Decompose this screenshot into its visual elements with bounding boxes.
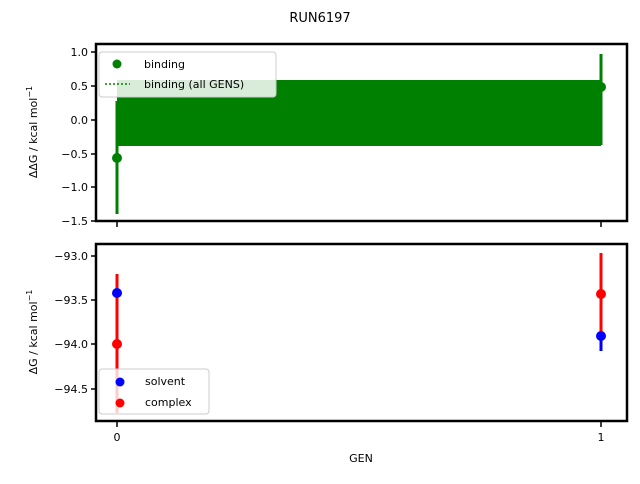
bottom-axes-frame: [94, 242, 629, 423]
svg-text:−1.0: −1.0: [61, 181, 88, 194]
svg-text:binding (all GENS): binding (all GENS): [144, 78, 244, 91]
xtick-0: 0: [114, 431, 121, 444]
svg-text:0.0: 0.0: [71, 114, 89, 127]
xlabel: GEN: [349, 452, 373, 465]
xtick-1: 1: [598, 431, 605, 444]
svg-text:−0.5: −0.5: [61, 148, 88, 161]
svg-text:1.0: 1.0: [71, 46, 89, 59]
figure-title: RUN6197: [289, 11, 350, 26]
complex-point-gen0: [112, 339, 122, 349]
top-axes-frame: [94, 42, 629, 223]
svg-text:solvent: solvent: [145, 375, 186, 388]
top-legend: binding binding (all GENS): [98, 51, 277, 98]
bottom-ylabel: ΔG / kcal mol−1: [25, 290, 40, 375]
svg-text:−94.5: −94.5: [54, 383, 88, 396]
svg-text:complex: complex: [145, 396, 192, 409]
legend-marker-binding: [112, 59, 122, 69]
solvent-point-gen0: [112, 288, 122, 298]
bottom-yticks: −93.0 −93.5 −94.0 −94.5: [54, 250, 96, 396]
binding-point-gen0: [112, 153, 122, 163]
svg-text:−1.5: −1.5: [61, 215, 88, 228]
top-ylabel: ΔΔG / kcal mol−1: [25, 86, 40, 178]
solvent-point-gen1: [596, 331, 606, 341]
bottom-legend: solvent complex: [98, 368, 210, 415]
top-axes: 1.0 0.5 0.0 −0.5 −1.0 −1.5 ΔΔG / kcal mo…: [25, 42, 629, 228]
bottom-axes: −93.0 −93.5 −94.0 −94.5 0 1 GEN ΔG / kca…: [25, 242, 629, 465]
top-yticks: 1.0 0.5 0.0 −0.5 −1.0 −1.5: [61, 46, 96, 228]
svg-text:−93.0: −93.0: [54, 250, 88, 263]
svg-text:binding: binding: [144, 58, 185, 71]
svg-text:0.5: 0.5: [71, 80, 89, 93]
binding-all-gens-band-top: [117, 80, 601, 88]
binding-point-gen1: [596, 82, 606, 92]
svg-text:−93.5: −93.5: [54, 294, 88, 307]
complex-point-gen1: [596, 289, 606, 299]
svg-text:−94.0: −94.0: [54, 338, 88, 351]
